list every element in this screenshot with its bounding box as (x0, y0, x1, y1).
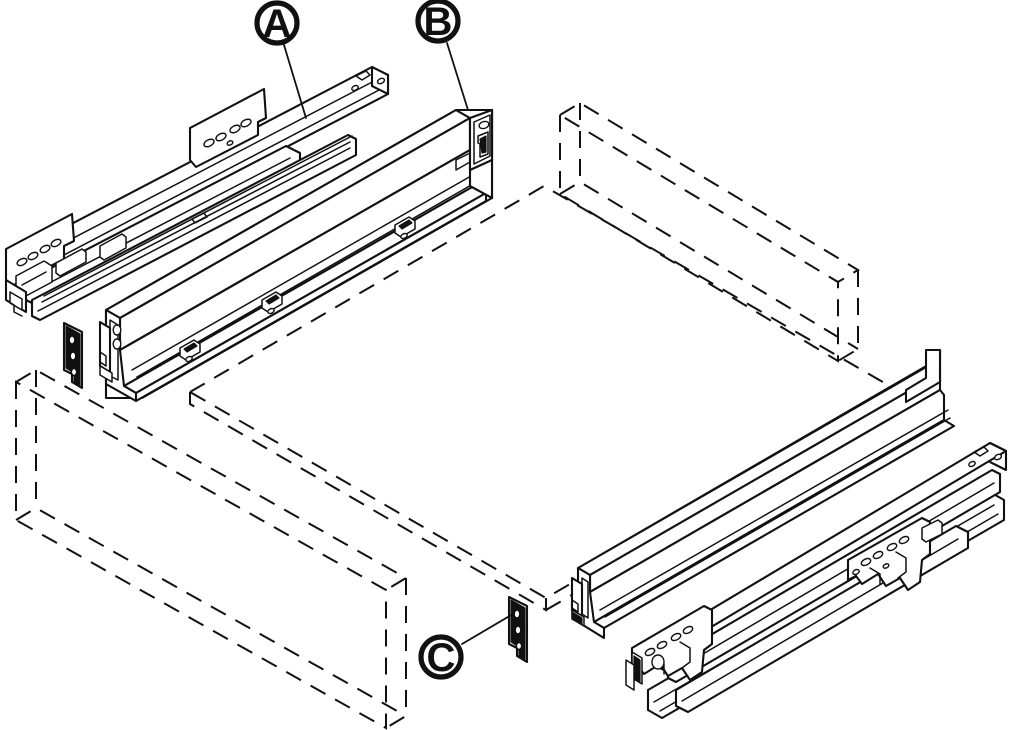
callout-c[interactable]: C (418, 613, 514, 680)
callout-b-label: B (424, 0, 453, 44)
callout-c-leader (461, 613, 514, 645)
callout-c-circle (418, 634, 464, 680)
cabinet-side-panel-left-ghost (15, 368, 408, 730)
right-drawer-runner (625, 441, 1008, 720)
callout-a[interactable]: A (254, 0, 307, 119)
right-rear-fixing-bracket (507, 595, 529, 664)
left-drawer-side-panel (98, 108, 494, 403)
callout-a-leader (283, 44, 307, 119)
callout-layer: A B C (254, 0, 514, 680)
runner-front-latch-right (625, 604, 714, 691)
right-drawer-side-panel (570, 348, 956, 640)
cabinet-side-panel-right-ghost (559, 101, 860, 363)
callout-b-leader (446, 42, 469, 111)
runner-rear-latch-right (846, 516, 943, 592)
left-drawer-runner (4, 65, 390, 322)
left-rear-fixing-bracket (62, 321, 84, 390)
callout-b-circle (415, 0, 461, 44)
callout-c-label: C (427, 636, 456, 680)
callout-a-circle (254, 0, 300, 46)
callout-a-label: A (263, 2, 292, 46)
callout-b[interactable]: B (415, 0, 469, 111)
